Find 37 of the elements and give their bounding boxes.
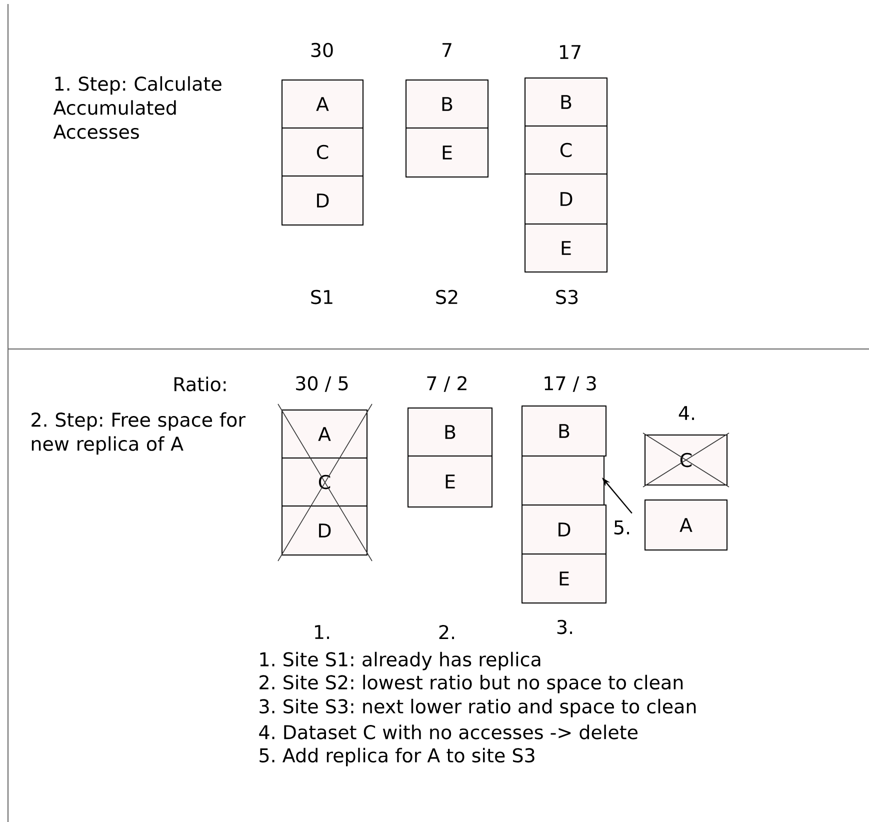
text-label: S1	[311, 290, 332, 304]
data-cell: B	[408, 408, 492, 456]
data-cell: E	[522, 554, 606, 604]
data-cell: A	[282, 410, 368, 458]
list-item: 3. Site S3: next lower ratio and space to clean	[260, 698, 696, 718]
data-cell: C	[282, 128, 364, 176]
text-label: S3	[556, 290, 578, 304]
text-label: S2	[436, 290, 458, 304]
list-item: 5. Add replica for A to site S3	[260, 748, 534, 766]
data-cell: A	[644, 500, 728, 550]
text-label: Ratio:	[174, 376, 226, 392]
data-cell: E	[408, 456, 492, 508]
data-cell: B	[524, 78, 608, 126]
callout-number: 5.	[614, 520, 630, 535]
text-label: 17	[560, 45, 580, 59]
data-cell: E	[406, 128, 488, 178]
list-item: 2. Site S2: lowest ratio but no space to clean	[260, 674, 683, 694]
text-label: 30	[311, 42, 333, 58]
step-description: 1. Step: Calculate Accumulated Accesses	[53, 76, 222, 139]
data-cell: A	[282, 80, 364, 128]
data-cell	[522, 456, 604, 506]
list-item: 4. Dataset C with no accesses -> delete	[259, 724, 638, 740]
data-cell: D	[282, 506, 368, 556]
data-cell: D	[522, 504, 606, 554]
data-cell: E	[524, 224, 608, 272]
data-cell: D	[282, 176, 364, 226]
data-cell: C	[524, 126, 608, 174]
text-label: 2.	[439, 624, 454, 640]
step-description: 2. Step: Free space for new replica of A	[32, 412, 246, 455]
text-label: 17 / 3	[544, 376, 596, 392]
text-label: 30 / 5	[296, 376, 348, 392]
data-cell: D	[524, 174, 608, 224]
text-label: 1.	[315, 625, 329, 639]
data-cell: B	[406, 80, 488, 128]
data-cell: B	[522, 406, 606, 456]
list-item: 1. Site S1: already has replica	[260, 652, 540, 670]
text-label: 7	[442, 43, 452, 57]
